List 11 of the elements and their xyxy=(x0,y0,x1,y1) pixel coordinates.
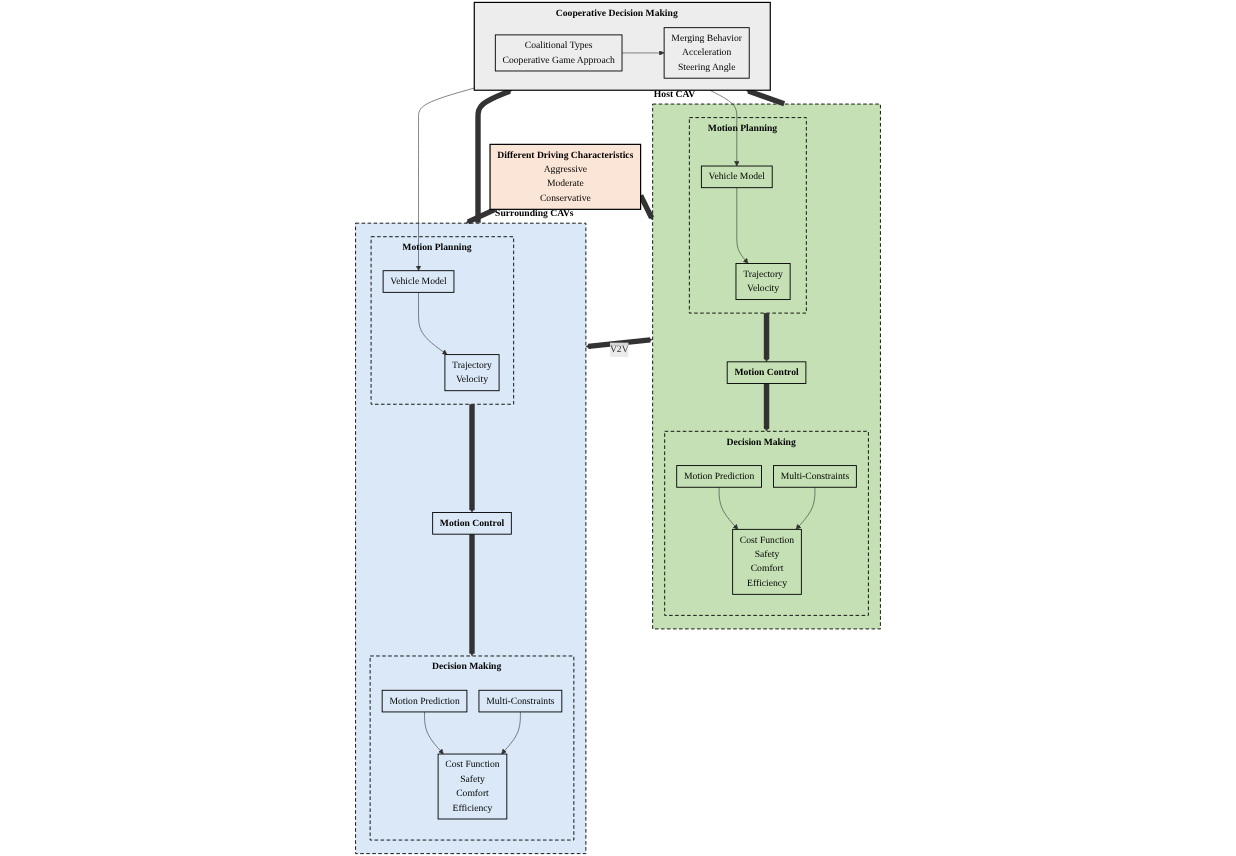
arrow xyxy=(745,88,786,107)
arrow xyxy=(469,534,475,657)
arrow xyxy=(638,194,654,221)
arrow xyxy=(763,313,770,363)
cluster xyxy=(652,103,881,630)
arrow xyxy=(465,206,497,225)
arrow xyxy=(469,403,475,513)
arrow xyxy=(763,383,770,432)
arrow xyxy=(585,337,653,350)
arrow xyxy=(475,88,513,223)
cluster xyxy=(355,222,587,855)
